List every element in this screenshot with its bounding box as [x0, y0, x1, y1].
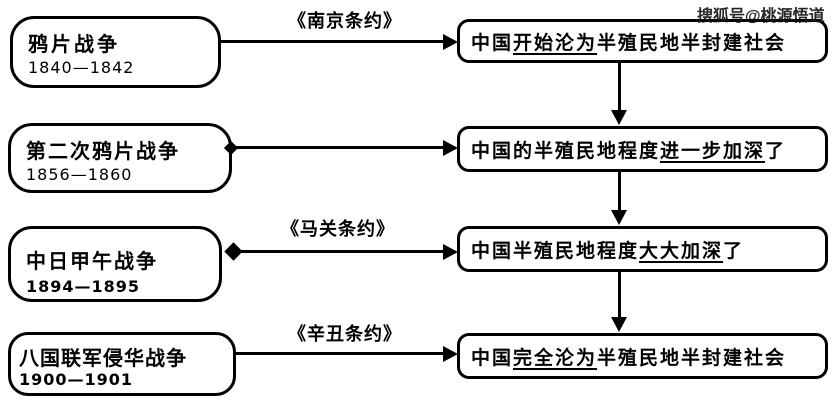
result-prefix: 中国的半殖民地程度	[471, 140, 661, 162]
treaty-label-xinchou: 《辛丑条约》	[288, 324, 402, 344]
result-underlined: 开始沦为	[513, 32, 598, 54]
connector-vline-2	[618, 172, 621, 210]
result-prefix: 中国	[471, 347, 514, 369]
result-box-4: 中国完全沦为半殖民地半封建社会	[457, 333, 828, 379]
result-suffix: 半殖民地半封建社会	[597, 32, 787, 54]
result-underlined: 完全沦为	[513, 347, 598, 369]
event-title: 鸦片战争	[28, 34, 120, 56]
result-underlined: 进一步加深	[660, 140, 766, 162]
result-suffix: 了	[723, 240, 745, 262]
connector-line-row3	[240, 250, 443, 253]
event-title: 八国联军侵华战争	[19, 348, 187, 370]
arrowhead-down-1	[611, 110, 627, 125]
event-dates: 1856—1860	[26, 165, 133, 184]
arrowhead-right-row1	[443, 34, 458, 50]
result-prefix: 中国	[471, 32, 514, 54]
result-suffix: 了	[765, 140, 787, 162]
event-title: 中日甲午战争	[26, 251, 158, 273]
result-prefix: 中国半殖民地程度	[471, 240, 640, 262]
connector-line-row4	[235, 352, 443, 355]
arrowhead-right-row2	[443, 140, 458, 156]
event-dates: 1900—1901	[19, 370, 134, 389]
arrowhead-right-row3	[443, 244, 458, 260]
connector-line-row1	[220, 40, 443, 43]
event-title: 第二次鸦片战争	[26, 141, 180, 163]
event-box-opium-war: 鸦片战争 1840—1842	[10, 16, 221, 88]
result-box-3: 中国半殖民地程度大大加深了	[457, 226, 828, 272]
connector-vline-3	[618, 272, 621, 317]
treaty-label-shimonoseki: 《马关条约》	[281, 219, 395, 239]
event-dates: 1894—1895	[26, 277, 141, 296]
arrowhead-down-3	[611, 317, 627, 332]
arrowhead-right-row4	[443, 346, 458, 362]
event-box-eight-nation-alliance: 八国联军侵华战争 1900—1901	[8, 332, 236, 396]
treaty-label-nanjing: 《南京条约》	[288, 11, 402, 31]
event-box-sino-japanese-war: 中日甲午战争 1894—1895	[8, 226, 222, 302]
result-box-1: 中国开始沦为半殖民地半封建社会	[457, 19, 828, 63]
result-underlined: 大大加深	[639, 240, 724, 262]
event-box-second-opium-war: 第二次鸦片战争 1856—1860	[8, 123, 232, 193]
connector-vline-1	[618, 63, 621, 110]
watermark: 搜狐号@桃源悟道	[697, 8, 825, 25]
result-box-2: 中国的半殖民地程度进一步加深了	[457, 126, 828, 172]
event-dates: 1840—1842	[28, 58, 135, 77]
connector-line-row2	[233, 146, 443, 149]
result-suffix: 半殖民地半封建社会	[597, 347, 787, 369]
arrowhead-down-2	[611, 210, 627, 225]
